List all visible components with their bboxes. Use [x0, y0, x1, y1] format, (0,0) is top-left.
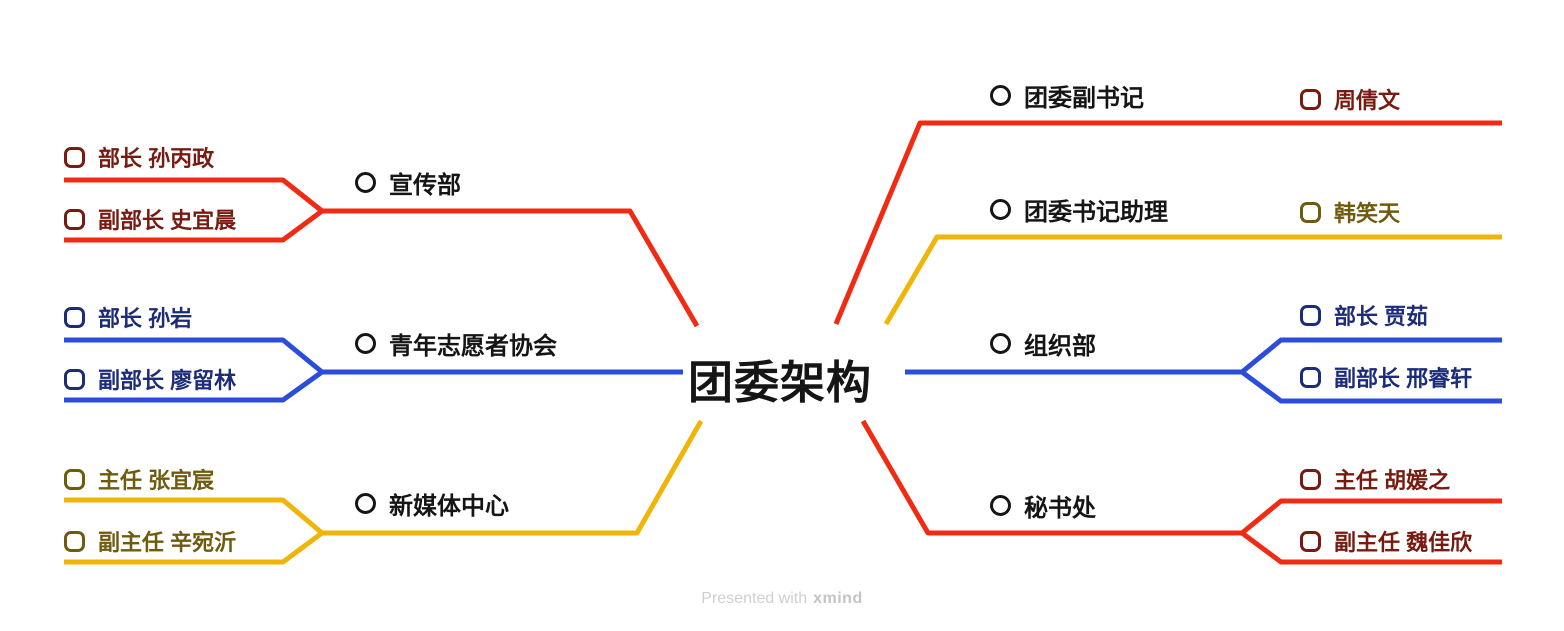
subtopic-label: 副主任 辛宛沂 — [98, 530, 237, 555]
topic-xuanchuanbu[interactable]: 宣传部 — [355, 165, 461, 200]
subtopic-label: 副主任 魏佳欣 — [1334, 530, 1473, 555]
topic-label: 团委书记助理 — [1024, 199, 1168, 226]
subtopic-zhou-qianwen[interactable]: 周倩文 — [1300, 83, 1400, 115]
topic-label: 组织部 — [1024, 333, 1096, 360]
subtopic-sun-bingzheng[interactable]: 部长 孙丙政 — [64, 141, 214, 173]
square-marker-icon — [1300, 530, 1321, 552]
subtopic-wei-jiaxin[interactable]: 副主任 魏佳欣 — [1300, 525, 1472, 557]
square-marker-icon — [1300, 88, 1321, 110]
square-marker-icon — [64, 146, 85, 168]
topic-tuanwei-fushuji[interactable]: 团委副书记 — [990, 78, 1144, 113]
topic-shuji-zhuli[interactable]: 团委书记助理 — [990, 192, 1168, 227]
subtopic-label: 主任 胡媛之 — [1334, 468, 1451, 493]
topic-label: 青年志愿者协会 — [389, 333, 557, 360]
subtopic-label: 副部长 廖留林 — [98, 368, 237, 393]
root-topic[interactable]: 团委架构 — [687, 357, 873, 408]
square-marker-icon — [1300, 304, 1321, 326]
subtopic-label: 副部长 邢睿轩 — [1334, 366, 1473, 391]
branch-line-xuanchuanbu — [64, 177, 700, 328]
subtopic-label: 部长 贾茹 — [1334, 304, 1429, 329]
square-marker-icon — [64, 468, 85, 490]
watermark-text: Presented with — [701, 590, 808, 607]
circle-marker-icon — [355, 172, 376, 193]
circle-marker-icon — [990, 495, 1011, 516]
branch-line-zuzhibu — [905, 337, 1502, 404]
subtopic-label: 副部长 史宜晨 — [98, 208, 237, 233]
subtopic-sun-yan[interactable]: 部长 孙岩 — [64, 301, 192, 333]
subtopic-hu-yuanzhi[interactable]: 主任 胡媛之 — [1300, 463, 1450, 495]
branch-line-mishuchu — [860, 419, 1502, 565]
xmind-logo: xmind — [813, 590, 863, 607]
square-marker-icon — [64, 306, 85, 328]
subtopic-jia-ru[interactable]: 部长 贾茹 — [1300, 299, 1428, 331]
square-marker-icon — [1300, 468, 1321, 490]
subtopic-label: 部长 孙岩 — [98, 306, 193, 331]
topic-label: 秘书处 — [1024, 495, 1096, 522]
branch-line-shujizhuli — [883, 234, 1502, 326]
square-marker-icon — [64, 368, 85, 390]
topic-mishuchu[interactable]: 秘书处 — [990, 488, 1096, 523]
circle-marker-icon — [990, 85, 1011, 106]
topic-label: 团委副书记 — [1024, 85, 1144, 112]
square-marker-icon — [64, 530, 85, 552]
subtopic-label: 周倩文 — [1334, 88, 1401, 113]
subtopic-label: 韩笑天 — [1334, 201, 1401, 226]
topic-zuzhibu[interactable]: 组织部 — [990, 326, 1096, 361]
circle-marker-icon — [355, 493, 376, 514]
circle-marker-icon — [990, 199, 1011, 220]
topic-xinmeiti-zhongxin[interactable]: 新媒体中心 — [355, 486, 509, 521]
branch-line-zhiyuanzhe — [64, 337, 683, 403]
subtopic-label: 主任 张宜宸 — [98, 468, 215, 493]
circle-marker-icon — [990, 333, 1011, 354]
square-marker-icon — [64, 208, 85, 230]
topic-label: 宣传部 — [389, 172, 461, 199]
branch-line-xinmeiti — [64, 419, 704, 565]
subtopic-label: 部长 孙丙政 — [98, 146, 215, 171]
subtopic-han-xiaotian[interactable]: 韩笑天 — [1300, 196, 1400, 228]
subtopic-liao-liulin[interactable]: 副部长 廖留林 — [64, 363, 236, 395]
topic-label: 新媒体中心 — [389, 493, 509, 520]
subtopic-xing-ruixuan[interactable]: 副部长 邢睿轩 — [1300, 361, 1472, 393]
subtopic-zhang-yichen[interactable]: 主任 张宜宸 — [64, 463, 214, 495]
branch-line-fushuji — [833, 120, 1502, 325]
subtopic-xin-wanyi[interactable]: 副主任 辛宛沂 — [64, 525, 236, 557]
square-marker-icon — [1300, 366, 1321, 388]
circle-marker-icon — [355, 333, 376, 354]
watermark: Presented with xmind — [701, 590, 862, 608]
square-marker-icon — [1300, 201, 1321, 223]
subtopic-shi-yichen[interactable]: 副部长 史宜晨 — [64, 203, 236, 235]
topic-zhiyuanzhe-xiehui[interactable]: 青年志愿者协会 — [355, 326, 557, 361]
